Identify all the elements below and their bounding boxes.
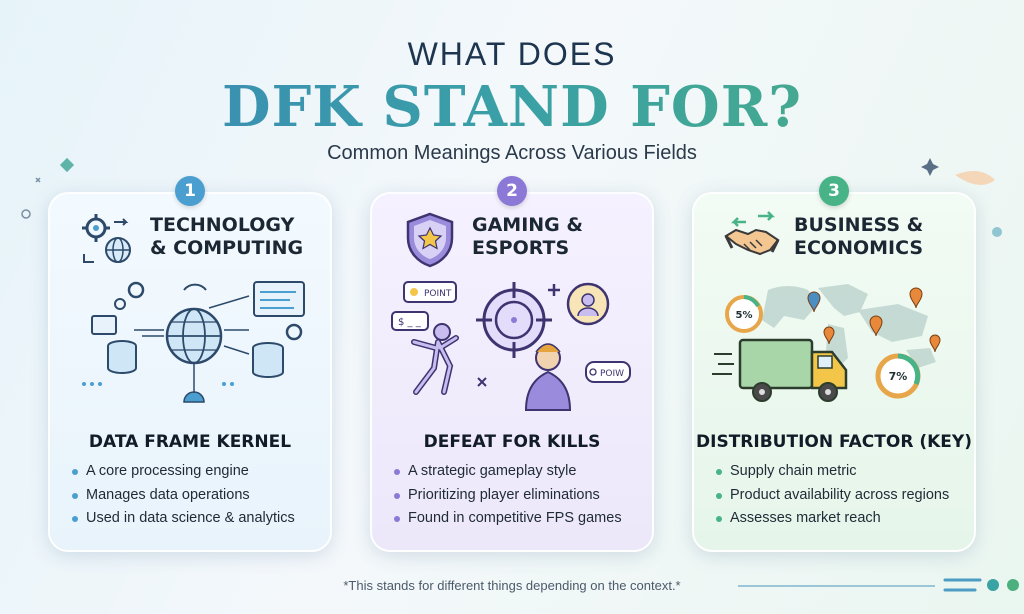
percent-5-label: 5% [736,310,753,321]
title-top: WHAT DOES [407,36,617,72]
gear-globe-icon [82,214,131,263]
page-title: DFK STAND FOR? [0,74,1024,140]
card-number-badge: 3 [819,176,849,206]
distribution-illustration: 5% 7% [712,284,941,402]
percent-7-label: 7% [889,370,908,383]
category-title: TECHNOLOGY & COMPUTING [150,214,304,259]
term-title: DATA FRAME KERNEL [88,432,292,452]
bullet-list: A strategic gameplay style Prioritizing … [392,460,644,531]
list-item: Used in data science & analytics [70,507,322,531]
list-item: Found in competitive FPS games [392,507,644,531]
money-label: $ _ _ [398,317,422,328]
list-item: A strategic gameplay style [392,460,644,484]
handshake-icon [724,211,780,256]
esports-illustration: POINT $ _ _ POIW [391,281,631,411]
term-title: DEFEAT FOR KILLS [423,432,601,452]
point-label: POINT [424,289,452,299]
list-item: Product availability across regions [714,484,966,508]
list-item: A core processing engine [70,460,322,484]
term-title: DISTRIBUTION FACTOR (KEY) [696,432,972,452]
category-title: GAMING & ESPORTS [472,214,583,259]
card-number-badge: 2 [497,176,527,206]
list-item: Prioritizing player eliminations [392,484,644,508]
list-item: Assesses market reach [714,507,966,531]
card-number-badge: 1 [175,176,205,206]
category-title: BUSINESS & ECONOMICS [794,214,924,259]
shield-star-icon [406,212,454,268]
bullet-list: Supply chain metric Product availability… [714,460,966,531]
card-gaming: GAMING & ESPORTS POINT $ _ _ POIW DEFEAT… [370,192,654,552]
card-technology: TECHNOLOGY & COMPUTING DATA FRAME KERNEL… [48,192,332,552]
list-item: Manages data operations [70,484,322,508]
list-item: Supply chain metric [714,460,966,484]
poiw-label: POIW [600,369,624,379]
bullet-list: A core processing engine Manages data op… [70,460,322,531]
page-subtitle: Common Meanings Across Various Fields [327,142,697,164]
footnote: *This stands for different things depend… [343,578,681,593]
data-network-illustration [82,281,305,403]
card-business: BUSINESS & ECONOMICS 5% 7% [692,192,976,552]
